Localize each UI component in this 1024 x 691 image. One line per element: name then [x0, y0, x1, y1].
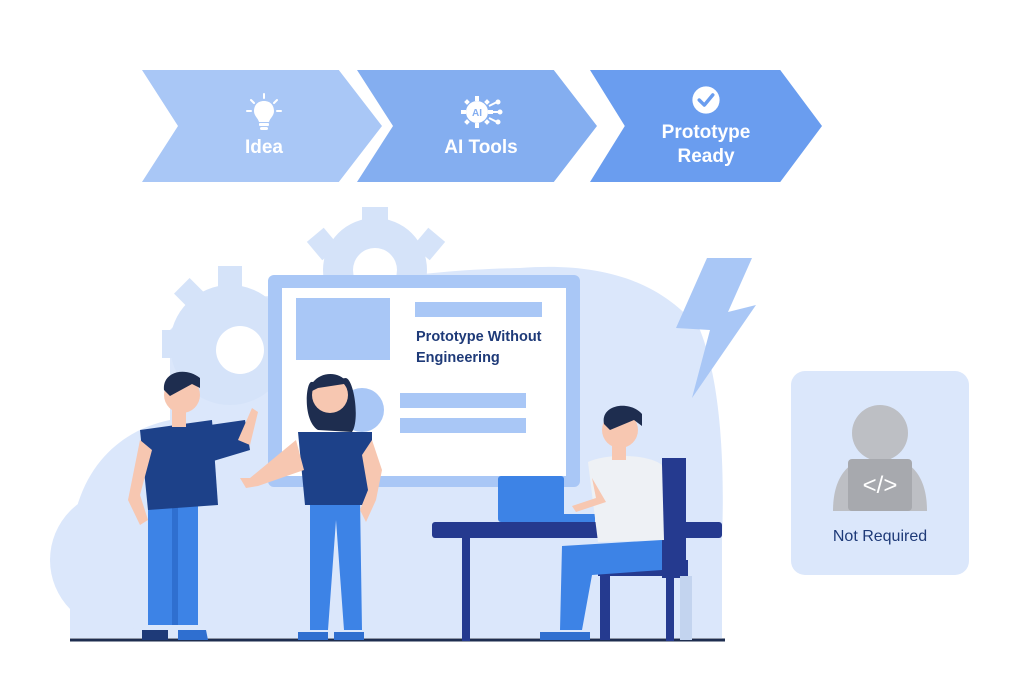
step-prototype-ready: Prototype Ready: [590, 70, 822, 182]
woman-presenting: [240, 373, 382, 640]
step-ai-tools: AI AI Tools: [357, 70, 597, 182]
step-label: Prototype Ready: [661, 122, 751, 167]
step-idea: Idea: [142, 70, 382, 182]
board-title: Prototype Without Engineering: [416, 329, 542, 366]
step-label: Idea: [244, 137, 284, 158]
developer-code-icon: </>: [833, 405, 927, 511]
lightbulb-icon: [246, 93, 282, 130]
not-required-label: Not Required: [832, 528, 928, 545]
code-icon-text: </>: [863, 472, 898, 499]
engineer-not-required-card: </> Not Required: [791, 371, 969, 575]
lightning-icon: [676, 258, 756, 398]
step-label: AI Tools: [444, 137, 518, 158]
ai-icon-text: AI: [472, 108, 482, 119]
ai-chip-icon: AI: [461, 96, 503, 128]
check-circle-icon: [692, 86, 720, 114]
man-presenting: [128, 371, 258, 640]
man-at-laptop: [540, 405, 692, 640]
